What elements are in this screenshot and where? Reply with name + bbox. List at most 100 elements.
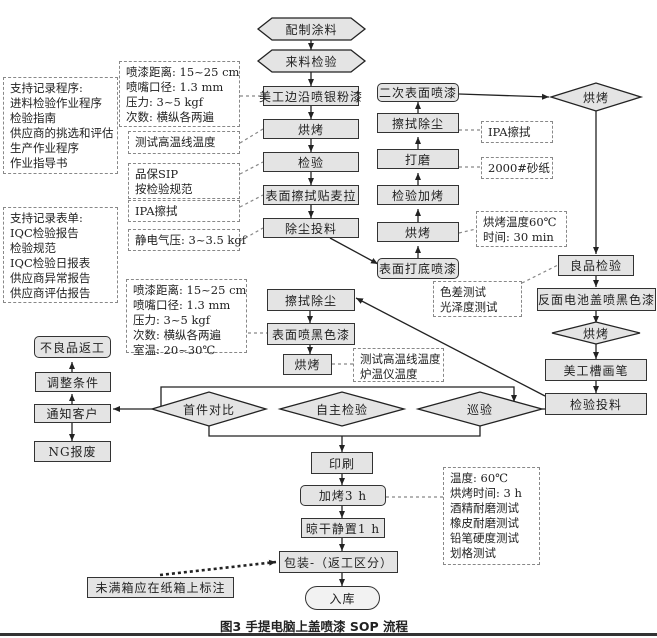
start-label: 配制涂料	[285, 22, 338, 37]
note-line: 烘烤温度60℃	[483, 215, 557, 229]
test-temp-note: 测试高温线温度	[128, 131, 240, 154]
note-line: 烘烤时间: 3 h	[450, 486, 522, 500]
note-line: 检验规范	[10, 241, 56, 255]
bake-3h-params-note: 温度: 60℃ 烘烤时间: 3 h 酒精耐磨测试 橡皮耐磨测试 铅笔硬度测试 划…	[443, 467, 540, 565]
figure-caption: 图3 手提电脑上盖喷漆 SOP 流程	[220, 619, 409, 634]
note-line: IQC检验日报表	[10, 256, 91, 270]
self-inspection-label: 自主检验	[315, 402, 368, 417]
note-line: 时间: 30 min	[483, 230, 554, 244]
note-line: 喷嘴口径: 1.3 mm	[133, 298, 231, 312]
first-article-diamond	[149, 391, 269, 427]
static-pressure-note: 静电气压: 3~3.5 kgf	[128, 229, 247, 251]
start-hexagon	[256, 17, 367, 41]
note-line: 供应商评估报告	[10, 286, 91, 300]
note-line: 酒精耐磨测试	[450, 501, 519, 515]
ipa-wipe-note: IPA擦拭	[128, 200, 240, 222]
note-line: IPA擦拭	[488, 125, 531, 139]
note-line: 室温: 20~30℃	[133, 343, 216, 357]
bake-diamond	[548, 82, 644, 112]
spray-params-note-2: 喷漆距离: 15~25 cm 喷嘴口径: 1.3 mm 压力: 3~5 kgf …	[126, 279, 247, 357]
note-line: 供应商的挑选和评估	[10, 126, 114, 140]
arrow	[329, 237, 379, 265]
note-line: 作业指导书	[10, 156, 68, 170]
note-line: 喷漆距离: 15~25 cm	[133, 283, 247, 297]
note-line: 测试高温线温度	[135, 135, 216, 149]
unfilled-box-note: 未满箱应在纸箱上标注	[87, 577, 234, 598]
note-line: 支持记录程序:	[10, 81, 83, 95]
dust-removal-box: 除尘投料	[263, 218, 359, 238]
bake-box-2: 烘烤	[377, 222, 459, 242]
note-line: 次数: 横纵各两遍	[133, 328, 222, 342]
note-line: 划格测试	[450, 546, 496, 560]
note-line: 次数: 横纵各两遍	[126, 110, 215, 124]
bake-box-3: 烘烤	[283, 354, 332, 375]
bottom-rule	[0, 633, 657, 636]
self-inspection-diamond	[277, 391, 407, 427]
note-line: 温度: 60℃	[450, 471, 509, 485]
edge-spray-silver-box: 美工边沿喷银粉漆	[259, 86, 362, 106]
note-line: 检验指南	[10, 111, 56, 125]
packing-box: 包装-（返工区分）	[279, 551, 398, 573]
note-line: 生产作业程序	[10, 141, 79, 155]
art-groove-pen-box: 美工槽画笔	[545, 359, 647, 381]
dry-1h-box: 晾干静置1 h	[301, 518, 385, 538]
arrow	[355, 297, 546, 397]
color-tests-note: 色差测试 光泽度测试	[433, 281, 522, 317]
good-inspection-box: 良品检验	[558, 255, 634, 276]
note-line: 品保SIP	[135, 167, 179, 181]
rework-box: 不良品返工	[34, 336, 111, 358]
note-line: 光泽度测试	[440, 300, 498, 314]
note-line: 按检验规范	[135, 182, 193, 196]
note-line: 喷漆距离: 15~25 cm	[126, 65, 240, 79]
inspect-bake-box: 检验加烤	[377, 185, 459, 205]
note-line: IQC检验报告	[10, 226, 79, 240]
second-spray-box: 二次表面喷漆	[377, 83, 459, 102]
note-line: 2000#砂纸	[488, 161, 550, 175]
notify-box: 通知客户	[34, 404, 111, 423]
wipe-dust-box: 擦拭除尘	[377, 113, 459, 133]
note-line: 供应商异常报告	[10, 271, 91, 285]
warehouse-terminal: 入库	[305, 586, 380, 610]
note-line: 橡皮耐磨测试	[450, 516, 519, 530]
arrow	[458, 93, 550, 100]
dotted-arrow	[159, 559, 277, 577]
note-line: 静电气压: 3~3.5 kgf	[135, 233, 247, 247]
first-article-label: 首件对比	[182, 402, 235, 417]
bake-diamond-2-label: 烘烤	[582, 326, 609, 341]
loop-line	[160, 386, 517, 409]
inspect-feed-box: 检验投料	[545, 393, 647, 415]
wipe-tape-box: 表面擦拭贴麦拉	[263, 185, 359, 205]
bake-diamond-label: 烘烤	[582, 90, 609, 105]
back-battery-black-box: 反面电池盖喷黑色漆	[537, 288, 656, 311]
support-forms-note: 支持记录表单: IQC检验报告 检验规范 IQC检验日报表 供应商异常报告 供应…	[3, 207, 118, 303]
note-line: 进料检验作业程序	[10, 96, 102, 110]
sandpaper-note: 2000#砂纸	[481, 157, 553, 179]
printing-box: 印刷	[311, 452, 373, 474]
note-line: 炉温仪温度	[360, 367, 418, 381]
patrol-inspection-label: 巡验	[466, 402, 493, 417]
wipe-dust-box-2: 擦拭除尘	[267, 289, 355, 311]
black-spray-box: 表面喷黑色漆	[267, 323, 355, 345]
bake-diamond-2	[551, 321, 641, 345]
note-line: 色差测试	[440, 285, 486, 299]
ipa-wipe-note-2: IPA擦拭	[481, 121, 553, 143]
note-line: 支持记录表单:	[10, 211, 83, 225]
bake-params-note: 烘烤温度60℃ 时间: 30 min	[476, 211, 567, 247]
inspection-box-1: 检验	[263, 152, 359, 172]
note-line: 铅笔硬度测试	[450, 531, 519, 545]
bake-3h-box: 加烤3 h	[300, 485, 386, 506]
bake-box-1: 烘烤	[263, 119, 359, 139]
qa-sip-note: 品保SIP 按检验规范	[128, 163, 240, 199]
sanding-box: 打磨	[377, 149, 459, 169]
primer-spray-box: 表面打底喷漆	[377, 258, 459, 279]
note-line: 喷嘴口径: 1.3 mm	[126, 80, 224, 94]
incoming-hexagon	[256, 49, 367, 73]
note-line: 压力: 3~5 kgf	[126, 95, 204, 109]
adjust-box: 调整条件	[35, 372, 111, 392]
note-line: 压力: 3~5 kgf	[133, 313, 211, 327]
test-temp-note-2: 测试高温线温度 炉温仪温度	[353, 348, 444, 382]
incoming-inspection-label: 来料检验	[285, 54, 338, 69]
merge-line	[208, 426, 481, 437]
note-line: 测试高温线温度	[360, 352, 441, 366]
